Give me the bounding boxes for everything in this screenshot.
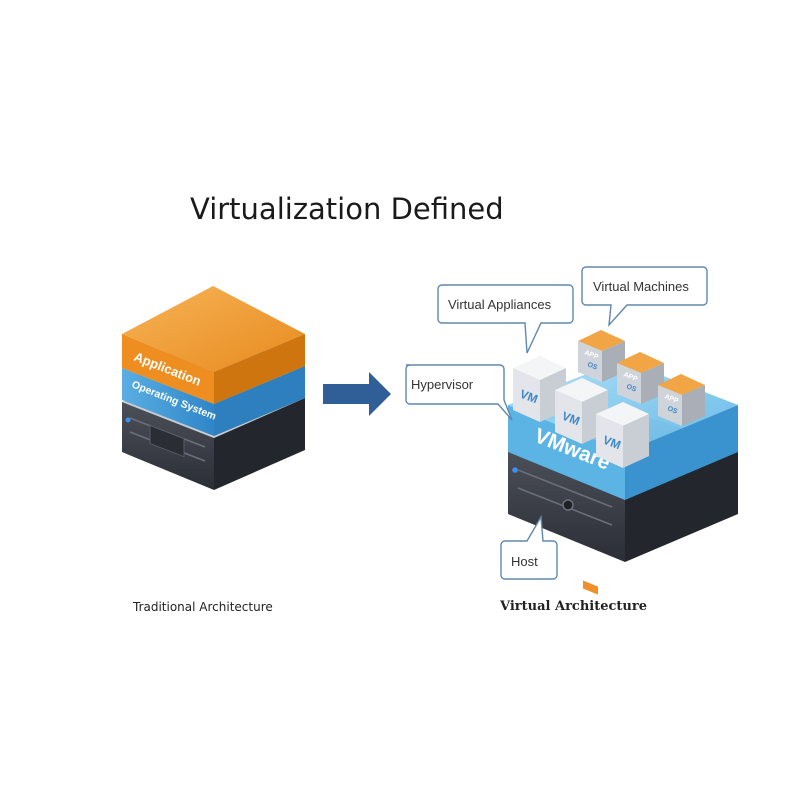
virtual-stack: VMware VM VM VM: [508, 330, 738, 595]
transition-arrow: [323, 372, 391, 416]
vm-label: VM: [560, 409, 582, 429]
traditional-stack: Operating System Application: [122, 286, 305, 490]
vm-cube: VM: [555, 378, 608, 444]
traditional-architecture-caption: Traditional Architecture: [133, 600, 273, 614]
os-label: OS: [586, 361, 598, 371]
callout-host-label: Host: [511, 554, 538, 569]
os-label: OS: [625, 383, 637, 393]
callout-hypervisor: Hypervisor: [405, 364, 513, 421]
callout-virtual-appliances: Virtual Appliances: [437, 284, 574, 354]
os-label: OS: [666, 405, 678, 415]
callout-virtual-appliances-label: Virtual Appliances: [448, 297, 552, 312]
callout-virtual-machines: Virtual Machines: [581, 266, 708, 328]
vm-cube: VM: [596, 402, 649, 468]
virtual-architecture-caption: Virtual Architecture: [500, 599, 647, 614]
callout-virtual-machines-label: Virtual Machines: [593, 279, 689, 294]
vm-label: VM: [518, 387, 540, 407]
vm-label: VM: [601, 433, 623, 453]
virtual-machine-box: APP OS: [617, 352, 664, 404]
virtual-machine-box: APP OS: [658, 374, 705, 426]
callout-hypervisor-label: Hypervisor: [411, 377, 474, 392]
callout-host: Host: [500, 514, 558, 580]
page-title: Virtualization Defined: [190, 192, 504, 226]
